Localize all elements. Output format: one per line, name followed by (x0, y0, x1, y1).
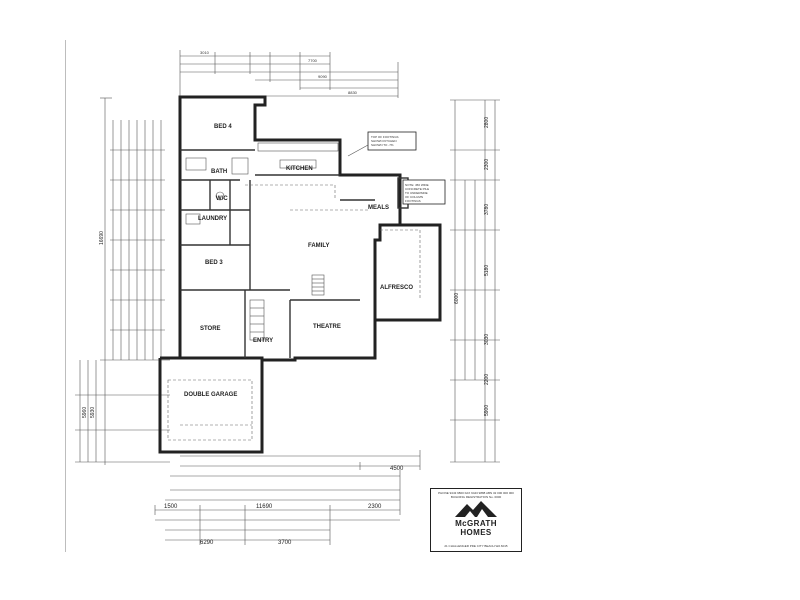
dim-right-6000: 6000 (454, 293, 460, 304)
kitchen-benches (185, 142, 339, 225)
right-dimension-lines (450, 99, 500, 463)
dim-right-2800: 2800 (484, 117, 490, 128)
room-label-bed3: BED 3 (205, 260, 223, 266)
dim-right-5900: 5900 (484, 405, 490, 416)
dim-bottom-6290: 6290 (200, 540, 214, 546)
note-column-line-2: CONCRETE PILE (405, 187, 429, 191)
dim-bottom-3700: 3700 (278, 540, 292, 546)
note-column-line-1: NOTE: 450 WIDE (405, 183, 429, 187)
dim-top-8830: 8830 (348, 90, 358, 95)
room-label-bed4: BED 4 (214, 124, 232, 130)
room-label-garage: DOUBLE GARAGE (184, 392, 237, 398)
note-footings-line-1: TOP OF FOOTINGS (371, 135, 399, 139)
note-footings: TOP OF FOOTINGS SHOWN KITCHEN SHOWN TO -… (347, 131, 417, 157)
dim-bottom-11690: 11690 (256, 504, 273, 510)
dim-left-16690: 16690 (99, 231, 105, 245)
logo-header-line-1: PHONE 9443 9800 FAX 9443 9888 ABN 32 000… (438, 491, 514, 495)
dim-bottom-4500: 4500 (390, 466, 404, 472)
room-label-alfresco: ALFRESCO (380, 285, 413, 291)
company-name-line-2: HOMES (460, 528, 492, 537)
mountain-logo-icon (455, 501, 497, 517)
note-footings-line-2: SHOWN KITCHEN (371, 139, 397, 143)
note-column-line-4: OF COLUMN (405, 195, 423, 199)
room-label-entry: ENTRY (253, 338, 273, 344)
room-label-theatre: THEATRE (313, 324, 341, 330)
company-name: McGRATH HOMES (431, 519, 521, 537)
dim-right-2200: 2200 (484, 374, 490, 385)
room-label-kitchen: KITCHEN (286, 166, 313, 172)
room-label-family: FAMILY (308, 243, 329, 249)
logo-header-line-2: BUILDING REGISTRATION No. 0000 (450, 495, 502, 499)
outer-walls (158, 95, 442, 454)
dim-right-2300: 2300 (484, 159, 490, 170)
room-label-store: STORE (200, 326, 221, 332)
dim-left-5930: 5930 (90, 407, 96, 418)
logo-footer-line: 21 CHALLENGER PDE CITY BEACH WA 6015 (444, 544, 508, 548)
dim-top-3010: 3010 (200, 50, 210, 55)
company-logo-block: PHONE 9443 9800 FAX 9443 9888 ABN 32 000… (430, 488, 522, 552)
room-label-bath: BATH (211, 169, 227, 175)
dim-bottom-1500: 1500 (164, 504, 178, 510)
bottom-dimension-lines (154, 450, 421, 545)
dim-left-5960: 5960 (82, 407, 88, 418)
note-column-line-3: TO UNDERSIDE (405, 191, 428, 195)
company-name-line-1: McGRATH (455, 519, 497, 528)
dim-bottom-2300: 2300 (368, 504, 382, 510)
dashed-outline (167, 184, 421, 441)
note-column: NOTE: 450 WIDE CONCRETE PILE TO UNDERSID… (402, 179, 446, 205)
top-dimension-lines (179, 50, 399, 98)
page-edge-line (65, 40, 66, 552)
dim-right-5180: 5180 (484, 265, 490, 276)
dim-top-9090: 9090 (318, 74, 328, 79)
room-label-wc: W/C (216, 196, 228, 202)
dim-right-3780: 3780 (484, 204, 490, 215)
dim-top-7700: 7700 (308, 58, 318, 63)
stair-hatching (249, 274, 325, 341)
dim-right-3030: 3030 (484, 334, 490, 345)
left-dimension-lines (75, 97, 170, 465)
room-label-laundry: LAUNDRY (198, 216, 227, 222)
note-column-line-5: FOOTINGS (405, 199, 421, 203)
room-label-meals: MEALS (368, 205, 389, 211)
interior-walls (180, 149, 375, 358)
note-footings-line-3: SHOWN TO -7% (371, 143, 394, 147)
